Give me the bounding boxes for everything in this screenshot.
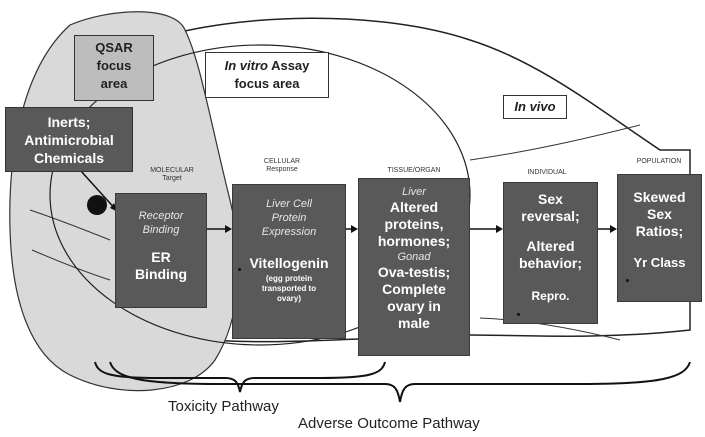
in-vitro-assay: Assay bbox=[267, 58, 310, 73]
cellular-bullet bbox=[238, 268, 241, 271]
level-header-individual: INDIVIDUAL bbox=[527, 169, 567, 176]
box-molecular-receptor-binding: Receptor Binding ER Binding bbox=[115, 193, 207, 308]
chemicals-line-3: Chemicals bbox=[33, 150, 105, 166]
arrow-cellular-tissue-head bbox=[351, 225, 358, 233]
in-vivo-text: In vivo bbox=[514, 99, 556, 114]
arrow-molecular-cellular-head bbox=[225, 225, 232, 233]
toxicity-pathway-label: Toxicity Pathway bbox=[168, 398, 279, 415]
in-vitro-italic: In vitro bbox=[224, 58, 268, 73]
arrow-individual-population-head bbox=[610, 225, 617, 233]
level-header-cellular: CELLULAR Response bbox=[263, 158, 301, 173]
population-bullet bbox=[626, 279, 629, 282]
level-header-molecular: MOLECULAR Target bbox=[150, 167, 194, 182]
qsar-line-2: focus bbox=[96, 58, 132, 73]
box-tissue-organ: Liver Altered proteins, hormones; Gonad … bbox=[358, 178, 470, 356]
chemical-arrow-line bbox=[79, 169, 119, 213]
fish-dorsal-line bbox=[469, 124, 641, 161]
in-vivo-label: In vivo bbox=[503, 95, 567, 119]
box-individual: Sex reversal; Altered behavior; Repro. bbox=[503, 182, 598, 324]
box-population: Skewed Sex Ratios; Yr Class bbox=[617, 174, 702, 302]
chemicals-line-1: Inerts; bbox=[47, 114, 91, 130]
level-header-tissue: TISSUE/ORGAN bbox=[387, 167, 441, 174]
qsar-line-1: QSAR bbox=[95, 40, 133, 55]
qsar-focus-area-box: QSAR focus area bbox=[74, 35, 154, 101]
arrow-tissue-individual-head bbox=[496, 225, 503, 233]
adverse-pathway-brace bbox=[109, 361, 691, 403]
chemicals-box: Inerts; Antimicrobial Chemicals bbox=[5, 107, 133, 172]
fish-gill-line bbox=[29, 209, 111, 241]
toxicity-pathway-brace bbox=[94, 361, 386, 393]
in-vitro-line-2: focus area bbox=[234, 76, 300, 91]
chemicals-line-2: Antimicrobial bbox=[24, 132, 114, 148]
in-vitro-focus-area-label: In vitro Assay focus area bbox=[205, 52, 329, 98]
adverse-outcome-pathway-label: Adverse Outcome Pathway bbox=[298, 415, 480, 432]
fish-jaw-line bbox=[31, 249, 111, 281]
fish-eye bbox=[87, 195, 107, 215]
qsar-line-3: area bbox=[100, 76, 128, 91]
box-cellular-protein-expression: Liver Cell Protein Expression Vitellogen… bbox=[232, 184, 346, 339]
individual-bullet bbox=[517, 313, 520, 316]
fish-tail-line bbox=[479, 317, 621, 341]
level-header-population: POPULATION bbox=[636, 158, 682, 165]
in-vitro-oval bbox=[49, 44, 471, 346]
